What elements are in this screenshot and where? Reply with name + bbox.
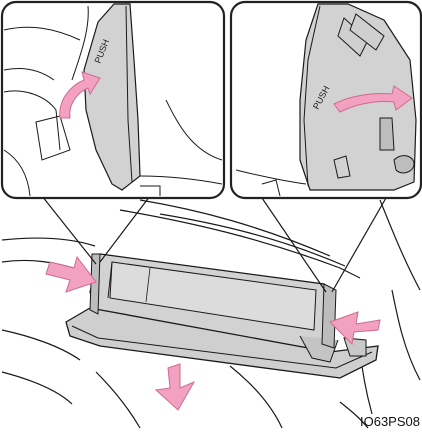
left-callout-leader	[100, 196, 150, 262]
left-callout-leader	[42, 196, 96, 264]
right-callout: PUSH	[231, 2, 421, 198]
dashboard-line	[140, 200, 330, 256]
figure-code: IO63PS08	[360, 414, 420, 429]
dashboard-line	[392, 290, 420, 380]
left-callout: PUSH	[2, 2, 224, 198]
right-stopper	[322, 284, 336, 348]
dashboard-line	[230, 366, 282, 428]
open-direction-arrow-icon	[156, 364, 194, 410]
dashboard-line	[2, 372, 72, 404]
dashboard-line	[160, 214, 345, 266]
dashboard-line	[96, 372, 140, 428]
push-arrow-icon	[46, 257, 96, 292]
dashboard-line	[380, 200, 420, 290]
dashboard-line	[2, 330, 80, 360]
